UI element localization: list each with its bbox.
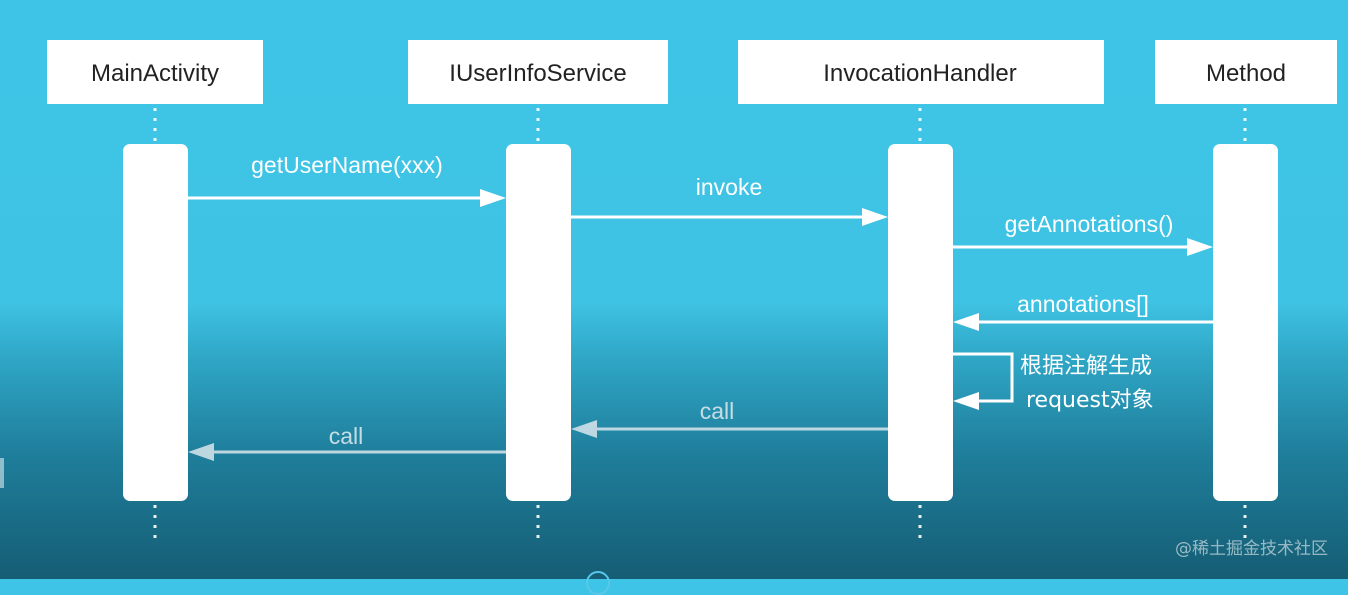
video-edge-marker <box>0 458 4 488</box>
message-label: getUserName(xxx) <box>251 152 443 178</box>
arrow-right-icon <box>480 189 506 207</box>
arrow-left-icon <box>953 313 979 331</box>
progress-circle-icon <box>586 571 610 595</box>
self-note-line2: request对象 <box>1026 388 1154 413</box>
participant-method: Method <box>1155 40 1337 104</box>
arrow-left-icon <box>188 443 214 461</box>
message-label: getAnnotations() <box>1005 211 1174 237</box>
arrow-right-icon <box>1187 238 1213 256</box>
message-label: call <box>700 398 735 424</box>
activation-mainactivity <box>123 144 188 501</box>
self-note-line1: 根据注解生成 <box>1020 354 1152 379</box>
message-invoke: invoke <box>571 174 888 226</box>
message-call-return-1: call <box>571 398 888 438</box>
arrow-left-icon <box>571 420 597 438</box>
participant-label: MainActivity <box>91 60 219 87</box>
participant-mainactivity: MainActivity <box>47 40 263 104</box>
message-getannotations: getAnnotations() <box>953 211 1213 256</box>
self-message-create-request: 根据注解生成 request对象 <box>953 352 1154 413</box>
sequence-diagram: MainActivity IUserInfoService Invocation… <box>47 40 1337 501</box>
activation-invocationhandler <box>888 144 953 501</box>
watermark: @稀土掘金技术社区 <box>1175 539 1328 559</box>
participant-label: InvocationHandler <box>823 60 1016 87</box>
arrow-right-icon <box>862 208 888 226</box>
participant-label: Method <box>1206 60 1286 87</box>
message-label: annotations[] <box>1017 291 1149 317</box>
message-label: call <box>329 423 364 449</box>
message-annotations-return: annotations[] <box>953 291 1213 331</box>
arrow-left-icon <box>953 392 979 410</box>
message-call-return-2: call <box>188 423 506 461</box>
message-getusername: getUserName(xxx) <box>188 152 506 207</box>
participant-iuserinfoservice: IUserInfoService <box>408 40 668 104</box>
participant-invocationhandler: InvocationHandler <box>738 40 1104 104</box>
activation-method <box>1213 144 1278 501</box>
message-label: invoke <box>696 174 762 200</box>
participant-label: IUserInfoService <box>449 60 626 87</box>
activation-iuserinfoservice <box>506 144 571 501</box>
